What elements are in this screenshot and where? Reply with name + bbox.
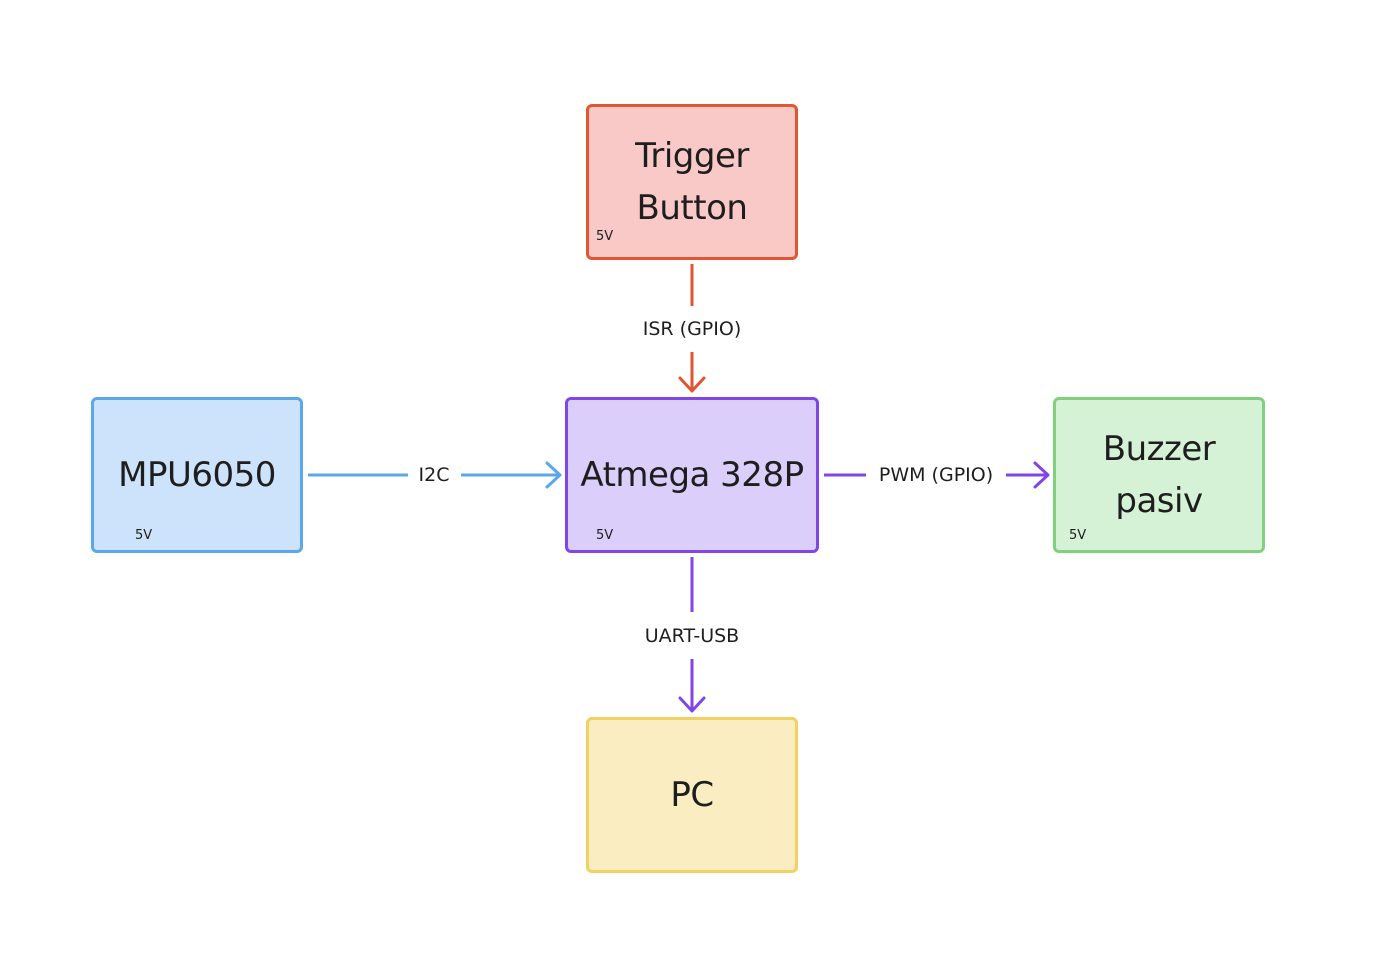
voltage-label: 5V bbox=[596, 229, 614, 244]
node-buzzer-pasiv[interactable]: Buzzer pasiv 5V bbox=[1053, 397, 1265, 553]
edge-pwm bbox=[824, 461, 1050, 489]
edge-label-uart: UART-USB bbox=[638, 625, 746, 647]
arrowhead-right-icon bbox=[545, 461, 562, 489]
arrowhead-right-icon bbox=[1033, 461, 1050, 489]
voltage-label: 5V bbox=[1069, 528, 1087, 543]
voltage-label: 5V bbox=[135, 528, 153, 543]
node-title: MPU6050 bbox=[118, 455, 276, 495]
node-title: Buzzer pasiv bbox=[1102, 429, 1216, 521]
edge-label-isr: ISR (GPIO) bbox=[636, 318, 748, 340]
edge-isr bbox=[678, 264, 706, 393]
edge-label-pwm: PWM (GPIO) bbox=[872, 464, 1000, 486]
arrowhead-down-icon bbox=[678, 696, 706, 713]
node-title: PC bbox=[670, 775, 714, 815]
node-title: Atmega 328P bbox=[580, 455, 804, 495]
arrowhead-down-icon bbox=[678, 376, 706, 393]
node-title: Trigger Button bbox=[635, 136, 749, 228]
edge-label-i2c: I2C bbox=[412, 464, 456, 486]
node-trigger-button[interactable]: Trigger Button 5V bbox=[586, 104, 798, 260]
edge-uart bbox=[678, 557, 706, 713]
voltage-label: 5V bbox=[596, 528, 614, 543]
node-atmega-328p[interactable]: Atmega 328P 5V bbox=[565, 397, 819, 553]
node-mpu6050[interactable]: MPU6050 5V bbox=[91, 397, 303, 553]
node-pc[interactable]: PC bbox=[586, 717, 798, 873]
edge-i2c bbox=[308, 461, 562, 489]
